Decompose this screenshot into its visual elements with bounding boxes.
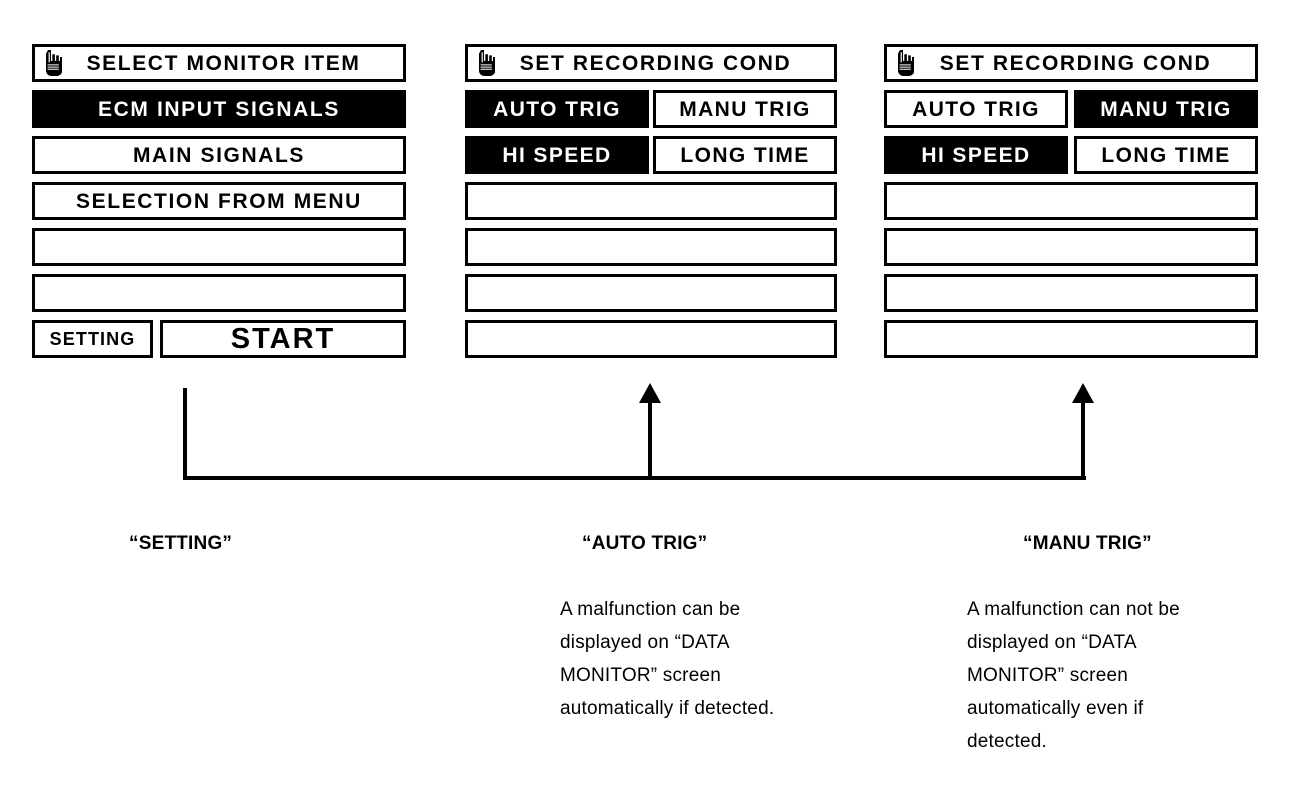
start-button-label: START (230, 322, 336, 355)
caption-auto-trig-body: A malfunction can be displayed on “DATA … (560, 599, 775, 719)
setting-button[interactable]: SETTING (32, 320, 153, 358)
manu-trig-button[interactable]: MANU TRIG (653, 90, 837, 128)
pointing-hand-icon (42, 50, 62, 76)
caption-manu-trig: “MANU TRIG” A malfunction can not be dis… (967, 494, 1277, 791)
setting-button-label: SETTING (49, 329, 136, 349)
manu-trig-button[interactable]: MANU TRIG (1074, 90, 1258, 128)
caption-manu-trig-body: A malfunction can not be displayed on “D… (967, 599, 1180, 752)
arrowhead-up-auto-trig (639, 383, 661, 403)
caption-setting-heading: “SETTING” (129, 533, 233, 554)
connector-setting-drop (183, 388, 187, 480)
panel3-empty-row-1[interactable] (884, 182, 1258, 220)
panel1-header: SELECT MONITOR ITEM (32, 44, 406, 82)
panel1-header-label: SELECT MONITOR ITEM (86, 51, 361, 75)
panel2-empty-row-3[interactable] (465, 274, 837, 312)
start-button[interactable]: START (160, 320, 406, 358)
panel3-empty-row-4[interactable] (884, 320, 1258, 358)
menu-item-label: ECM INPUT SIGNALS (98, 97, 340, 121)
panel3-empty-row-2[interactable] (884, 228, 1258, 266)
long-time-label: LONG TIME (1101, 143, 1231, 167)
manu-trig-label: MANU TRIG (679, 97, 811, 121)
long-time-button[interactable]: LONG TIME (653, 136, 837, 174)
connector-horizontal-bus (183, 476, 1086, 480)
auto-trig-button[interactable]: AUTO TRIG (465, 90, 649, 128)
long-time-label: LONG TIME (680, 143, 810, 167)
menu-item-label: SELECTION FROM MENU (76, 189, 362, 213)
long-time-button[interactable]: LONG TIME (1074, 136, 1258, 174)
hi-speed-button[interactable]: HI SPEED (884, 136, 1068, 174)
panel3-empty-row-3[interactable] (884, 274, 1258, 312)
auto-trig-label: AUTO TRIG (912, 97, 1040, 121)
caption-auto-trig: “AUTO TRIG” A malfunction can be display… (560, 494, 860, 758)
auto-trig-button[interactable]: AUTO TRIG (884, 90, 1068, 128)
pointing-hand-icon (475, 50, 495, 76)
menu-item-label: MAIN SIGNALS (132, 143, 306, 167)
auto-trig-label: AUTO TRIG (493, 97, 621, 121)
pointing-hand-icon (894, 50, 914, 76)
connector-manu-trig-riser (1081, 400, 1085, 480)
caption-auto-trig-heading: “AUTO TRIG” (582, 533, 708, 554)
hi-speed-button[interactable]: HI SPEED (465, 136, 649, 174)
panel2-header: SET RECORDING COND (465, 44, 837, 82)
hi-speed-label: HI SPEED (502, 143, 612, 167)
arrowhead-up-manu-trig (1072, 383, 1094, 403)
menu-item-empty-1[interactable] (32, 228, 406, 266)
caption-setting: “SETTING” (129, 494, 379, 593)
connector-auto-trig-riser (648, 400, 652, 480)
panel2-empty-row-1[interactable] (465, 182, 837, 220)
menu-item-empty-2[interactable] (32, 274, 406, 312)
hi-speed-label: HI SPEED (921, 143, 1031, 167)
panel2-empty-row-2[interactable] (465, 228, 837, 266)
manu-trig-label: MANU TRIG (1100, 97, 1232, 121)
panel2-header-label: SET RECORDING COND (519, 51, 792, 75)
menu-item-selection-from-menu[interactable]: SELECTION FROM MENU (32, 182, 406, 220)
caption-manu-trig-heading: “MANU TRIG” (1023, 533, 1152, 554)
panel2-empty-row-4[interactable] (465, 320, 837, 358)
panel3-header-label: SET RECORDING COND (939, 51, 1212, 75)
menu-item-main-signals[interactable]: MAIN SIGNALS (32, 136, 406, 174)
menu-item-ecm-input-signals[interactable]: ECM INPUT SIGNALS (32, 90, 406, 128)
panel3-header: SET RECORDING COND (884, 44, 1258, 82)
